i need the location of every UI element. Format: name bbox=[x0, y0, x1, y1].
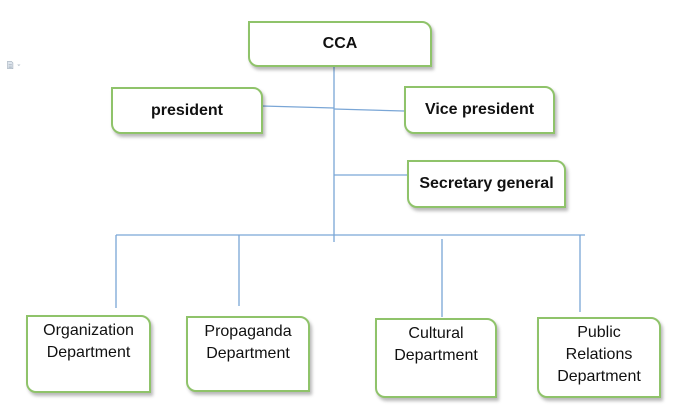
node-cca: CCA bbox=[248, 21, 432, 67]
node-propaganda-department: Propaganda Department bbox=[186, 316, 310, 392]
node-vice-president: Vice president bbox=[404, 86, 555, 134]
node-public-relations-department-label: Public Relations Department bbox=[557, 324, 641, 385]
node-vice-president-label: Vice president bbox=[424, 101, 535, 118]
node-organization-department: Organization Department bbox=[26, 315, 151, 393]
document-icon[interactable] bbox=[7, 57, 21, 73]
connector-vice-president bbox=[333, 108, 405, 112]
node-organization-department-label: Organization Department bbox=[43, 322, 134, 361]
node-secretary-general: Secretary general bbox=[407, 160, 566, 208]
node-president: president bbox=[111, 87, 263, 134]
node-secretary-general-label: Secretary general bbox=[419, 175, 554, 192]
node-propaganda-department-label: Propaganda Department bbox=[204, 323, 292, 362]
node-cca-label: CCA bbox=[322, 35, 358, 52]
node-public-relations-department: Public Relations Department bbox=[537, 317, 661, 398]
node-cultural-department-label: Cultural Department bbox=[394, 325, 478, 364]
node-president-label: president bbox=[150, 101, 223, 119]
connector-president bbox=[261, 105, 335, 109]
node-cultural-department: Cultural Department bbox=[375, 318, 497, 398]
